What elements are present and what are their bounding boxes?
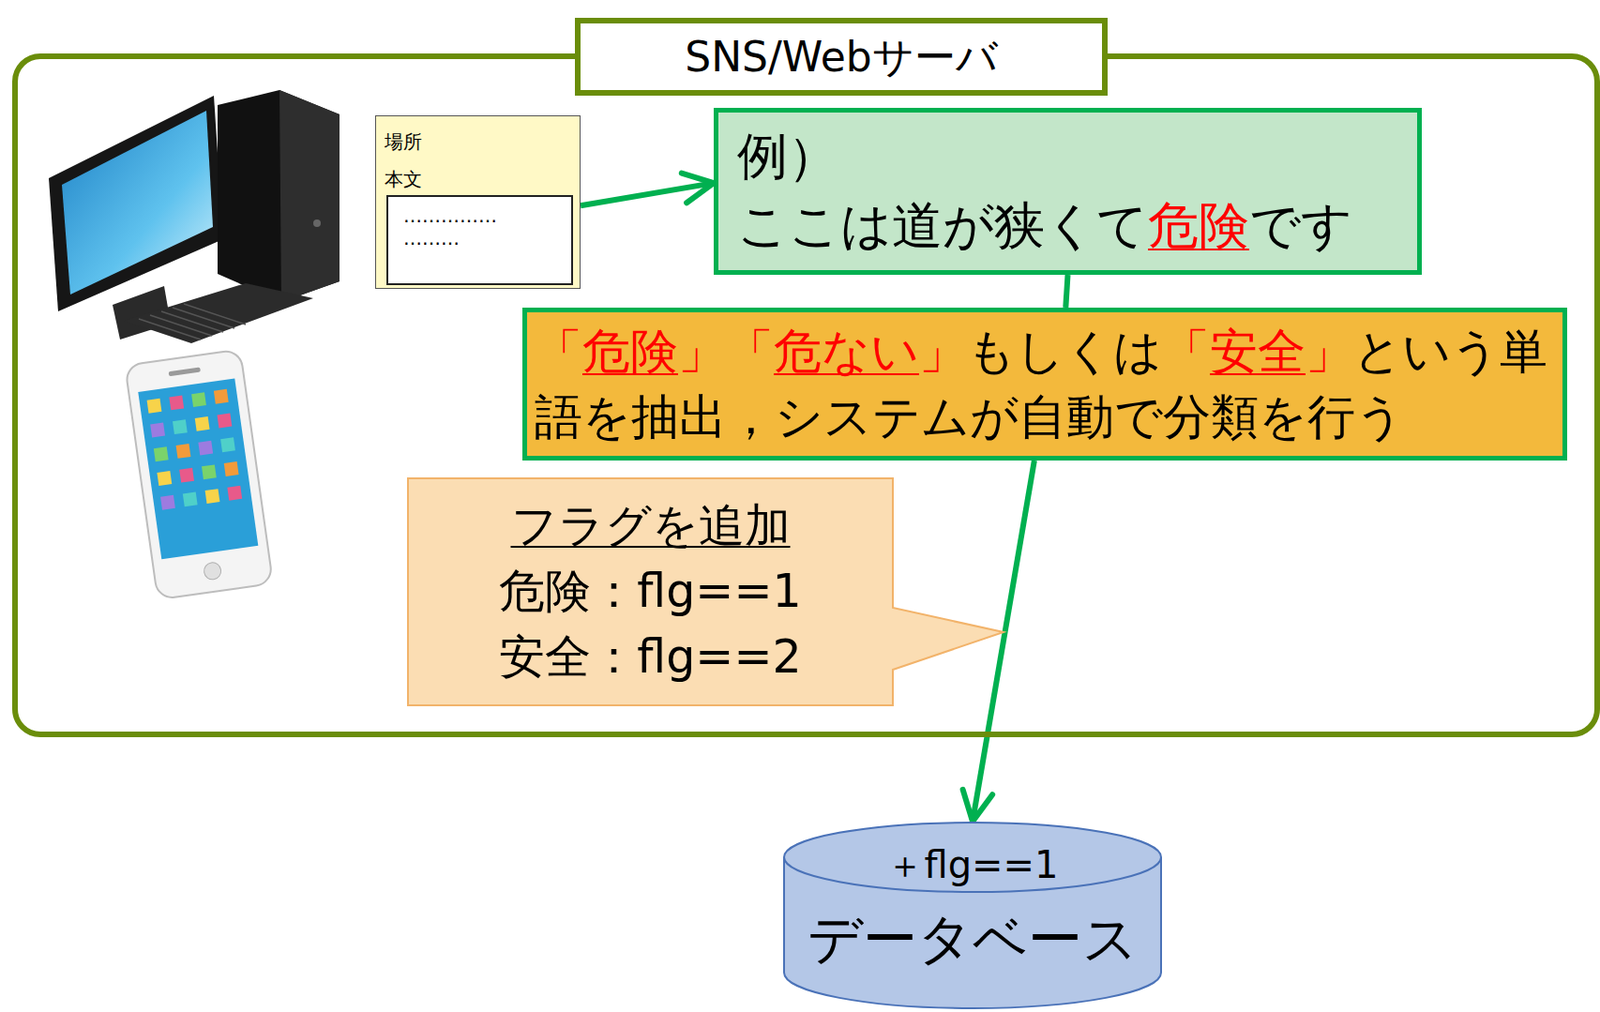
flow-arrow [972,460,1035,822]
text-run: です [1249,196,1353,256]
app-tile [156,470,172,486]
field-label: 本文 [384,166,580,192]
app-tile [153,446,169,462]
flow-arrow [1065,274,1068,308]
app-tile [205,488,221,504]
app-tile [147,398,163,414]
icon-part [123,283,314,344]
flag-callout: フラグを追加危険：flg==1 安全：flg==2 [407,477,894,707]
flag-text: 危険：flg==1 [498,558,801,625]
cylinder-top [784,822,1162,892]
app-tile [213,389,229,405]
text-run: 危険 [582,323,679,379]
icon-part [137,378,258,560]
icon-part [124,348,273,600]
database-cylinder: ＋flg==1 データベース [782,821,1163,1011]
text-run: 危ない [773,323,920,379]
text-run: 本文 [384,167,423,191]
app-tile [201,464,217,480]
app-tile [182,492,198,508]
app-tile [195,416,211,432]
icon-part [48,95,224,312]
rule-text: 「危険」「危ない」もしくは「安全」という単語を抽出，システムが自動で分類を行う [534,318,1555,451]
icon-part [61,110,213,295]
text-run: ここは道が狭くて [737,196,1148,256]
text-run: 危険 [1147,196,1250,256]
db-text: データベース [807,907,1138,970]
icon-part [202,561,222,581]
example-text: 例） [737,121,1399,192]
process-box: 「危険」「危ない」もしくは「安全」という単語を抽出，システムが自動で分類を行う [522,307,1568,461]
text-run: 安全 [1209,323,1306,379]
text-run: 場所 [384,130,423,153]
icon-part [138,303,246,340]
heading-tab: SNS/Webサーバ [574,17,1108,96]
icon-part [313,219,321,227]
app-tile [220,437,236,453]
text-run: ＋flg==1 [886,843,1058,887]
text-run: 」 [919,323,967,379]
text-run: 」 [1305,323,1354,379]
app-tile [172,419,188,435]
app-tile [224,461,240,477]
key-row [183,303,246,325]
text-run: SNS/Webサーバ [684,32,998,81]
text-run: 例） [737,126,839,186]
app-tile [176,443,192,459]
app-tile [191,392,207,408]
icon-part [147,389,243,511]
callout-outline [407,478,1004,706]
icon-part [168,367,201,378]
text-run: 安全：flg==2 [498,630,801,684]
text-run: データベース [807,906,1138,971]
text-run: 危険：flg==1 [498,564,801,619]
flag-text: フラグを追加 [511,493,791,559]
text-run: もしくは [966,323,1163,379]
app-tile [168,395,184,411]
icon-part [217,90,340,302]
text-run: …………… ……… [403,204,498,250]
text-field: …………… ……… [386,195,574,286]
app-tile [197,440,213,456]
example-text: ここは道が狭くて危険です [737,191,1399,261]
text-run: フラグを追加 [511,498,791,553]
app-tile [160,495,176,511]
example-box: 例）ここは道が狭くて危険です [713,107,1422,275]
computer-icon [48,90,340,344]
db-text: ＋flg==1 [886,842,1058,888]
text-run: 「 [534,323,583,379]
app-tile [179,467,195,484]
field-label: 場所 [384,129,580,154]
icon-part [279,90,340,302]
server-frame: SNS/Webサーバ場所本文…………… ………例）ここは道が狭くて危険です「危険… [12,53,1600,738]
text-run: 「 [1162,323,1210,379]
app-tile [150,422,166,438]
placeholder-text: …………… ……… [403,204,535,250]
flow-arrow [580,182,714,206]
flag-text: 安全：flg==2 [498,624,801,691]
input-form: 場所本文 …………… ……… [375,115,581,289]
app-tile [217,413,233,429]
text-run: 」「 [678,323,774,379]
smartphone-icon [124,348,273,600]
app-tile [226,485,242,501]
